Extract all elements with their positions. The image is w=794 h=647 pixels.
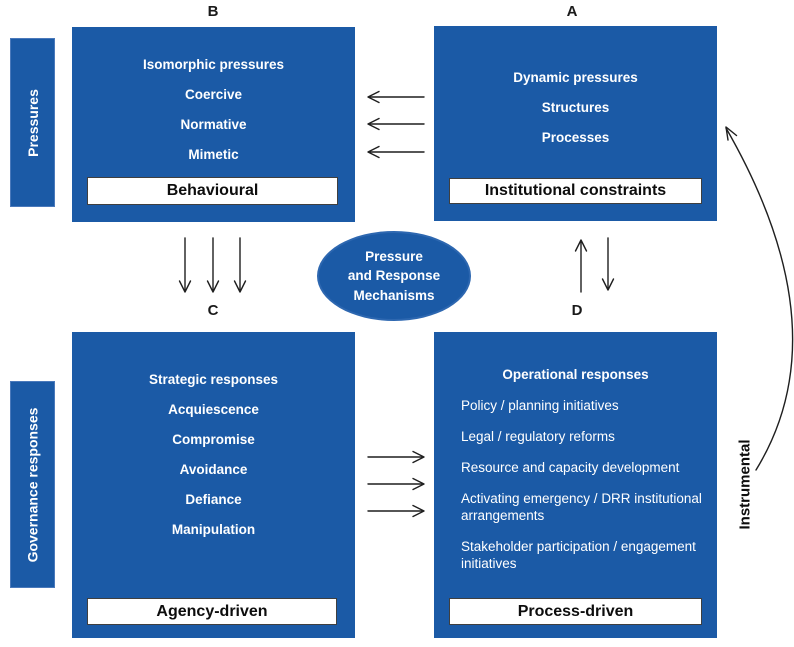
box-c-item: Avoidance bbox=[179, 462, 248, 477]
label-c: C bbox=[207, 302, 219, 319]
ellipse-line: Pressure bbox=[365, 249, 423, 265]
ellipse-line: Mechanisms bbox=[353, 287, 435, 303]
pressures-side-label-text: Pressures bbox=[24, 88, 41, 157]
box-c-title: Strategic responses bbox=[148, 372, 279, 387]
governance-responses-side-label: Governance responses bbox=[10, 381, 55, 588]
box-a-title: Dynamic pressures bbox=[513, 70, 638, 85]
box-a-item: Processes bbox=[541, 130, 610, 145]
instrumental-curve-arrow bbox=[725, 126, 794, 471]
box-c-item: Acquiescence bbox=[168, 402, 259, 417]
box-b-behavioural: Isomorphic pressures Coercive Normative … bbox=[72, 27, 355, 222]
box-b-item: Normative bbox=[180, 117, 247, 132]
box-b-title: Isomorphic pressures bbox=[142, 57, 285, 72]
box-d-title: Operational responses bbox=[502, 367, 649, 382]
instrumental-label-text: Instrumental bbox=[736, 438, 754, 530]
box-b-item: Coercive bbox=[184, 87, 243, 102]
label-a: A bbox=[566, 3, 578, 20]
instrumental-label: Instrumental bbox=[734, 432, 756, 536]
box-d-item: Resource and capacity development bbox=[461, 460, 680, 475]
box-a-item: Structures bbox=[541, 100, 610, 115]
box-c-item: Manipulation bbox=[171, 522, 256, 537]
arrows-a-to-b bbox=[367, 90, 425, 159]
pressures-side-label: Pressures bbox=[10, 38, 55, 207]
box-b-item: Mimetic bbox=[188, 147, 239, 162]
arrows-b-to-c bbox=[178, 237, 247, 293]
arrows-c-to-d bbox=[367, 450, 425, 518]
label-d: D bbox=[571, 302, 583, 319]
box-c-item: Defiance bbox=[185, 492, 242, 507]
box-a-band: Institutional constraints bbox=[449, 178, 702, 204]
box-d-item: Legal / regulatory reforms bbox=[461, 429, 615, 444]
box-b-band: Behavioural bbox=[87, 177, 338, 205]
box-d-item: Activating emergency / DRR institutional… bbox=[461, 491, 702, 523]
box-d-process-driven: Operational responses Policy / planning … bbox=[434, 332, 717, 638]
box-a-institutional-constraints: Dynamic pressures Structures Processes I… bbox=[434, 26, 717, 221]
box-c-item: Compromise bbox=[172, 432, 255, 447]
box-d-band: Process-driven bbox=[449, 598, 702, 625]
box-c-band: Agency-driven bbox=[87, 598, 337, 625]
box-d-item: Policy / planning initiatives bbox=[461, 398, 619, 413]
ellipse-line: and Response bbox=[347, 268, 441, 284]
box-c-agency-driven: Strategic responses Acquiescence Comprom… bbox=[72, 332, 355, 638]
governance-responses-side-label-text: Governance responses bbox=[24, 407, 41, 562]
label-b: B bbox=[207, 3, 219, 20]
pressure-response-mechanisms-ellipse: Pressure and Response Mechanisms bbox=[317, 231, 471, 321]
arrows-a-d-bidirectional bbox=[574, 237, 615, 293]
box-d-item: Stakeholder participation / engagement i… bbox=[461, 539, 696, 571]
